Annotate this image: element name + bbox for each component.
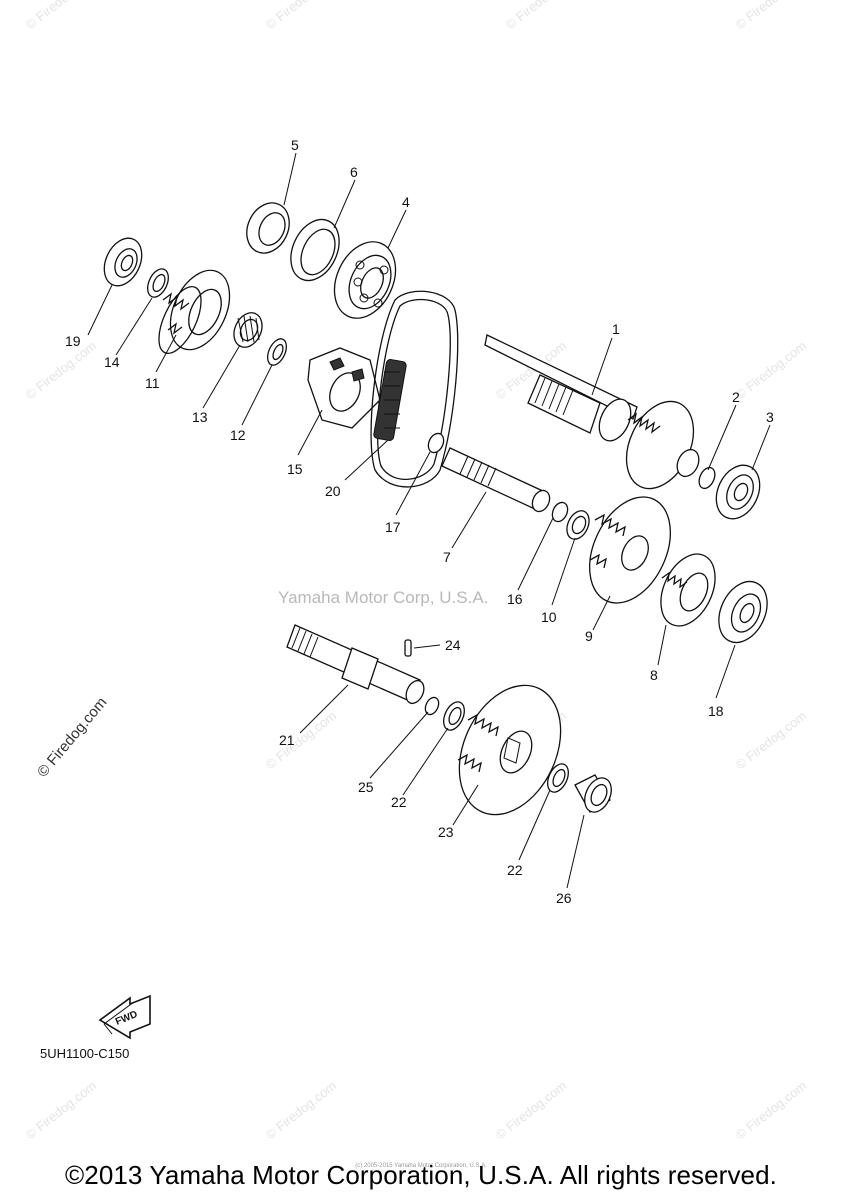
part-number-14: 14 [104,354,120,370]
watermark-small: © Firedog.com [23,338,100,402]
part-number-25: 25 [358,779,374,795]
watermark-small: © Firedog.com [263,1078,340,1142]
part-number-16: 16 [507,591,523,607]
part-number-21: 21 [279,732,295,748]
part-number-22b: 22 [507,862,523,878]
part-number-10: 10 [541,609,557,625]
part-23-gear [457,684,562,816]
part-25-circlip [424,696,440,716]
watermark-small: © Firedog.com [263,0,340,32]
center-watermark: Yamaha Motor Corp, U.S.A. [278,588,488,607]
diagram-code: 5UH1100-C150 [40,1046,130,1061]
leader-lines [87,152,771,889]
part-22-washer-a [443,701,465,731]
watermark-small: © Firedog.com [503,0,580,32]
part-number-labels: 1 2 3 4 5 6 7 8 9 10 11 12 13 14 15 16 1… [65,137,774,906]
part-16-circlip [551,501,569,523]
watermark-small: © Firedog.com [733,338,810,402]
part-12-washer [266,338,288,366]
part-number-15: 15 [287,461,303,477]
fine-print: (c) 2005-2015 Yamaha Motor Corporation, … [355,1163,487,1169]
part-number-19: 19 [65,333,81,349]
part-14-washer [147,268,169,298]
part-number-22a: 22 [391,794,407,810]
part-8-gear [660,553,716,627]
part-number-18: 18 [708,703,724,719]
watermark-small: © Firedog.com [263,708,340,772]
part-number-8: 8 [650,667,658,683]
part-15-dog-clutch [307,347,381,429]
part-number-11: 11 [145,375,160,391]
footer-copyright: ©2013 Yamaha Motor Corporation, U.S.A. A… [65,1160,777,1190]
part-22-washer-b [547,763,569,793]
part-number-17: 17 [385,519,401,535]
part-7-drive-shaft [441,447,551,513]
part-number-7: 7 [443,549,451,565]
part-number-2: 2 [732,389,740,405]
watermark-small: © Firedog.com [493,1078,570,1142]
part-number-6: 6 [350,164,358,180]
part-1-main-shaft [484,334,700,490]
part-24-pin [404,639,412,657]
part-number-9: 9 [585,628,593,644]
part-number-24: 24 [445,637,461,653]
watermark-small: © Firedog.com [23,1078,100,1142]
part-13-needle-bearing [233,312,263,348]
side-watermark: © Firedog.com [34,694,110,780]
part-number-12: 12 [230,427,246,443]
part-3-bearing [715,464,761,520]
watermark-small: © Firedog.com [23,0,100,32]
part-2-circlip [698,466,716,490]
part-18-bearing [718,580,768,644]
part-26-bushing [574,774,612,813]
part-number-4: 4 [402,194,410,210]
part-4-bearing [333,241,397,319]
part-number-26: 26 [556,890,572,906]
part-number-3: 3 [766,409,774,425]
watermark-small: © Firedog.com [733,1078,810,1142]
part-number-1: 1 [612,321,620,337]
part-21-shaft [286,624,425,705]
part-20-chain [370,290,459,488]
part-11-gear [158,269,231,354]
part-9-gear [589,496,671,604]
part-number-20: 20 [325,483,341,499]
watermark-small: © Firedog.com [733,0,810,32]
part-5-seal [246,202,290,254]
watermark-small: © Firedog.com [733,708,810,772]
part-number-13: 13 [192,409,208,425]
fwd-arrow-icon: FWD [98,994,151,1040]
part-17-circlip [427,432,445,454]
part-10-washer [566,510,590,540]
part-number-23: 23 [438,824,454,840]
part-19-bearing [103,237,143,287]
part-number-5: 5 [291,137,299,153]
part-6-ring [290,218,340,282]
